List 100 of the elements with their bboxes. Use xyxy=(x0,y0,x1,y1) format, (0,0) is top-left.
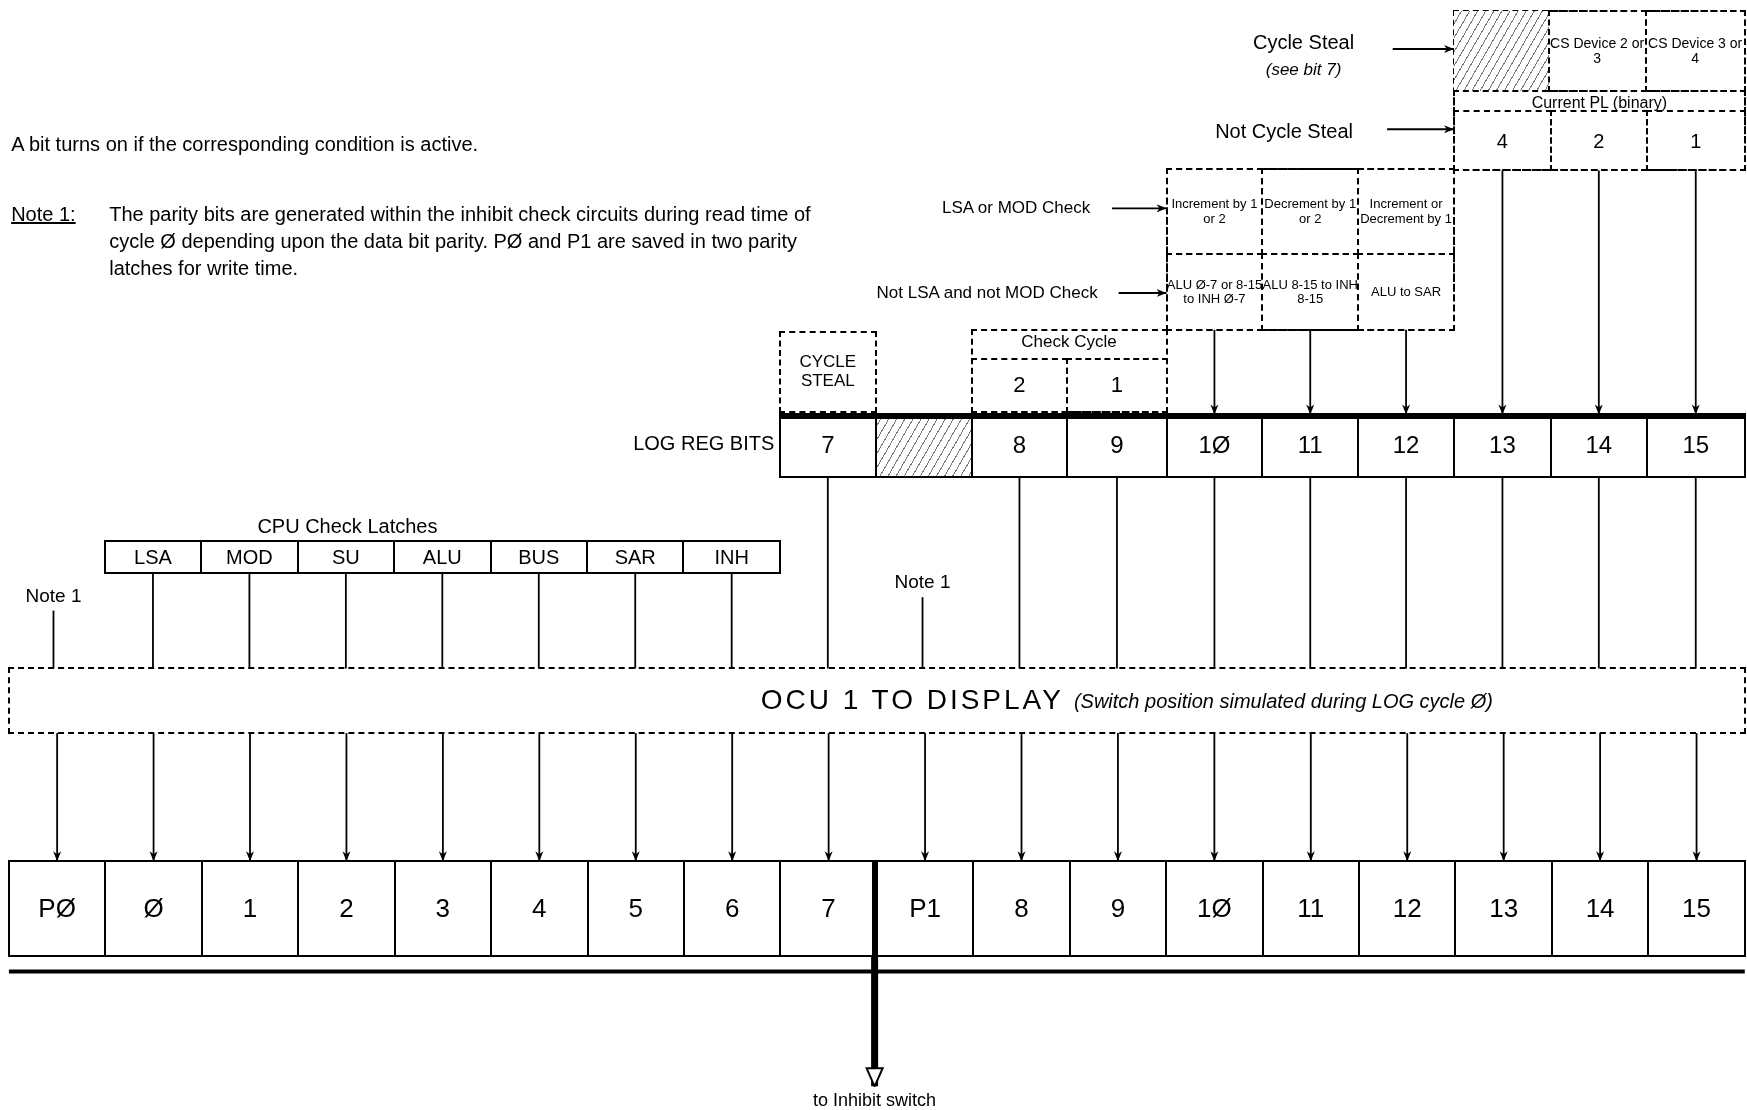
arrow xyxy=(1596,732,1605,863)
connector-line xyxy=(152,571,154,670)
condition-cell xyxy=(1166,169,1263,254)
cell-label: 12 xyxy=(1392,432,1420,459)
note-reference: Note 1 xyxy=(894,572,951,594)
cell-label: Increment or Decrement by 1 xyxy=(1359,197,1453,226)
cell-label: SU xyxy=(331,546,360,569)
device-cell xyxy=(1645,11,1745,92)
cell-label: BUS xyxy=(518,546,560,569)
arrow xyxy=(1403,732,1412,863)
note-text: (Switch position simulated during LOG cycle Ø) xyxy=(1073,689,1493,712)
condition-label: Not Cycle Steal xyxy=(1215,120,1353,143)
cell-label: P1 xyxy=(909,894,941,923)
register-cell xyxy=(1166,414,1263,477)
arrow xyxy=(1306,328,1315,416)
arrow xyxy=(1391,45,1455,53)
cell-label: 8 xyxy=(1014,894,1029,923)
cell-label: 7 xyxy=(821,432,835,459)
arrow xyxy=(535,732,544,863)
connector-line xyxy=(248,571,251,670)
cell-label: Decrement by 1 or 2 xyxy=(1263,197,1358,226)
condition-cell xyxy=(1358,169,1454,254)
arrow xyxy=(1499,732,1508,863)
field-heading: Current PL (binary) xyxy=(1530,94,1669,112)
cell-label: SAR xyxy=(614,546,656,569)
field-heading: Check Cycle xyxy=(1020,332,1118,352)
condition-table xyxy=(1166,169,1454,330)
cell-label: Ø xyxy=(143,894,164,923)
condition-label: Not LSA and not MOD Check xyxy=(876,283,1098,303)
connector-line xyxy=(634,571,637,670)
cell-label: CYCLE STEAL xyxy=(798,353,858,391)
register-cell xyxy=(779,414,876,477)
connector-line xyxy=(537,571,540,670)
register-field-box xyxy=(1453,11,1745,171)
cell-label: 7 xyxy=(821,894,836,923)
destination-label: to Inhibit switch xyxy=(813,1090,937,1110)
bit-label-cell xyxy=(1067,358,1167,413)
condition-label: LSA or MOD Check xyxy=(941,199,1091,218)
cell-label: PØ xyxy=(38,894,76,923)
note-text: (see bit 7) xyxy=(1265,61,1342,80)
connector-line xyxy=(52,609,55,670)
cell-label: 12 xyxy=(1392,894,1422,923)
cell-label: 1 xyxy=(242,894,258,923)
band-label: OCU 1 TO DISPLAY xyxy=(760,685,1064,717)
row-label: LOG REG BITS xyxy=(632,431,775,457)
condition-cell xyxy=(1358,254,1454,330)
cell-label: 15 xyxy=(1682,894,1711,923)
condition-cell xyxy=(1262,169,1359,254)
bit-label-box xyxy=(779,332,876,413)
arrow xyxy=(1402,328,1411,416)
connector-line xyxy=(1018,475,1021,670)
arrow xyxy=(1111,204,1168,213)
cell-label: 11 xyxy=(1297,894,1325,923)
arrow xyxy=(865,955,884,1088)
arrow xyxy=(728,732,737,863)
bit-label-box xyxy=(971,329,1167,413)
connector-line xyxy=(1116,475,1118,670)
cell-label: 8 xyxy=(1012,432,1027,459)
arrow xyxy=(1210,732,1219,863)
register-cell xyxy=(971,414,1068,477)
connector-line xyxy=(1694,475,1697,670)
cell-label: 14 xyxy=(1585,894,1615,923)
arrow xyxy=(1386,125,1455,134)
cell-label: ALU 8-15 to INH 8-15 xyxy=(1262,277,1359,307)
arrow xyxy=(1691,169,1700,416)
arrow xyxy=(824,732,833,863)
connector-line xyxy=(1597,475,1600,670)
arrow xyxy=(342,732,351,863)
note-text: The parity bits are generated within the inhibit check circuits during read time of cycle Ø depending upon the data bit parity. PØ and P1 are saved in two parity latches for write time. xyxy=(109,201,812,281)
arrow xyxy=(149,732,158,863)
arrow xyxy=(53,732,62,863)
arrow xyxy=(921,732,930,863)
cell-label: 2 xyxy=(1013,373,1026,398)
bit-label-cell xyxy=(971,358,1068,413)
connector-line xyxy=(921,596,924,670)
register-heading: CPU Check Latches xyxy=(257,515,438,538)
cell-label: 9 xyxy=(1110,894,1126,923)
arrow xyxy=(1692,732,1701,863)
condition-label: Cycle Steal xyxy=(1252,31,1355,54)
connector-line xyxy=(1405,475,1407,670)
cell-label: CS Device 3 or 4 xyxy=(1647,35,1744,67)
cell-label: 9 xyxy=(1110,432,1124,459)
cell-label: CS Device 2 or 3 xyxy=(1549,35,1646,67)
arrow xyxy=(246,732,254,863)
cell-label: ALU to SAR xyxy=(1371,284,1442,300)
bit-weight-cell xyxy=(1550,111,1647,171)
cell-label: 13 xyxy=(1489,432,1516,459)
register-cell xyxy=(1550,414,1647,477)
arrow xyxy=(631,732,640,863)
note-reference: Note 1 xyxy=(25,585,82,607)
cell-label: 14 xyxy=(1585,432,1613,459)
connector-line xyxy=(1309,475,1312,670)
register-cell xyxy=(1067,414,1167,477)
bit-weight-cell xyxy=(1646,111,1745,171)
register-cell xyxy=(1358,414,1454,477)
cell-label: Increment by 1 or 2 xyxy=(1170,197,1259,226)
level-field-box xyxy=(1453,91,1745,171)
register-cell xyxy=(1646,414,1745,477)
cell-label: 1Ø xyxy=(1198,432,1231,459)
bit-weight-cell xyxy=(1453,111,1551,171)
